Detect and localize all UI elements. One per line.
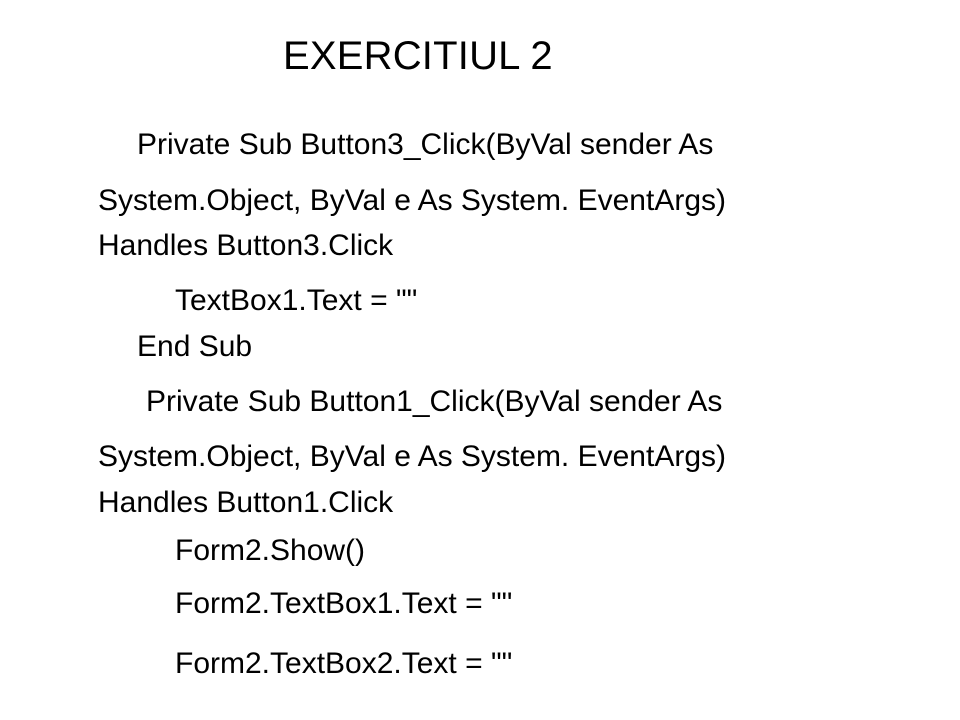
code-line: System.Object, ByVal e As System. EventA… (98, 184, 726, 217)
slide-title: EXERCITIUL 2 (283, 34, 553, 78)
code-line: Handles Button3.Click (98, 229, 394, 262)
code-line: Handles Button1.Click (98, 486, 394, 519)
code-line: Private Sub Button3_Click(ByVal sender A… (137, 128, 714, 161)
code-line: End Sub (137, 330, 253, 363)
code-line: Form2.TextBox1.Text = "" (175, 587, 513, 620)
code-line: Form2.TextBox2.Text = "" (175, 647, 513, 680)
code-line: TextBox1.Text = "" (175, 284, 418, 317)
code-line: Form2.Show() (175, 534, 366, 567)
code-line: System.Object, ByVal e As System. EventA… (98, 440, 726, 473)
code-line: Private Sub Button1_Click(ByVal sender A… (146, 385, 723, 418)
